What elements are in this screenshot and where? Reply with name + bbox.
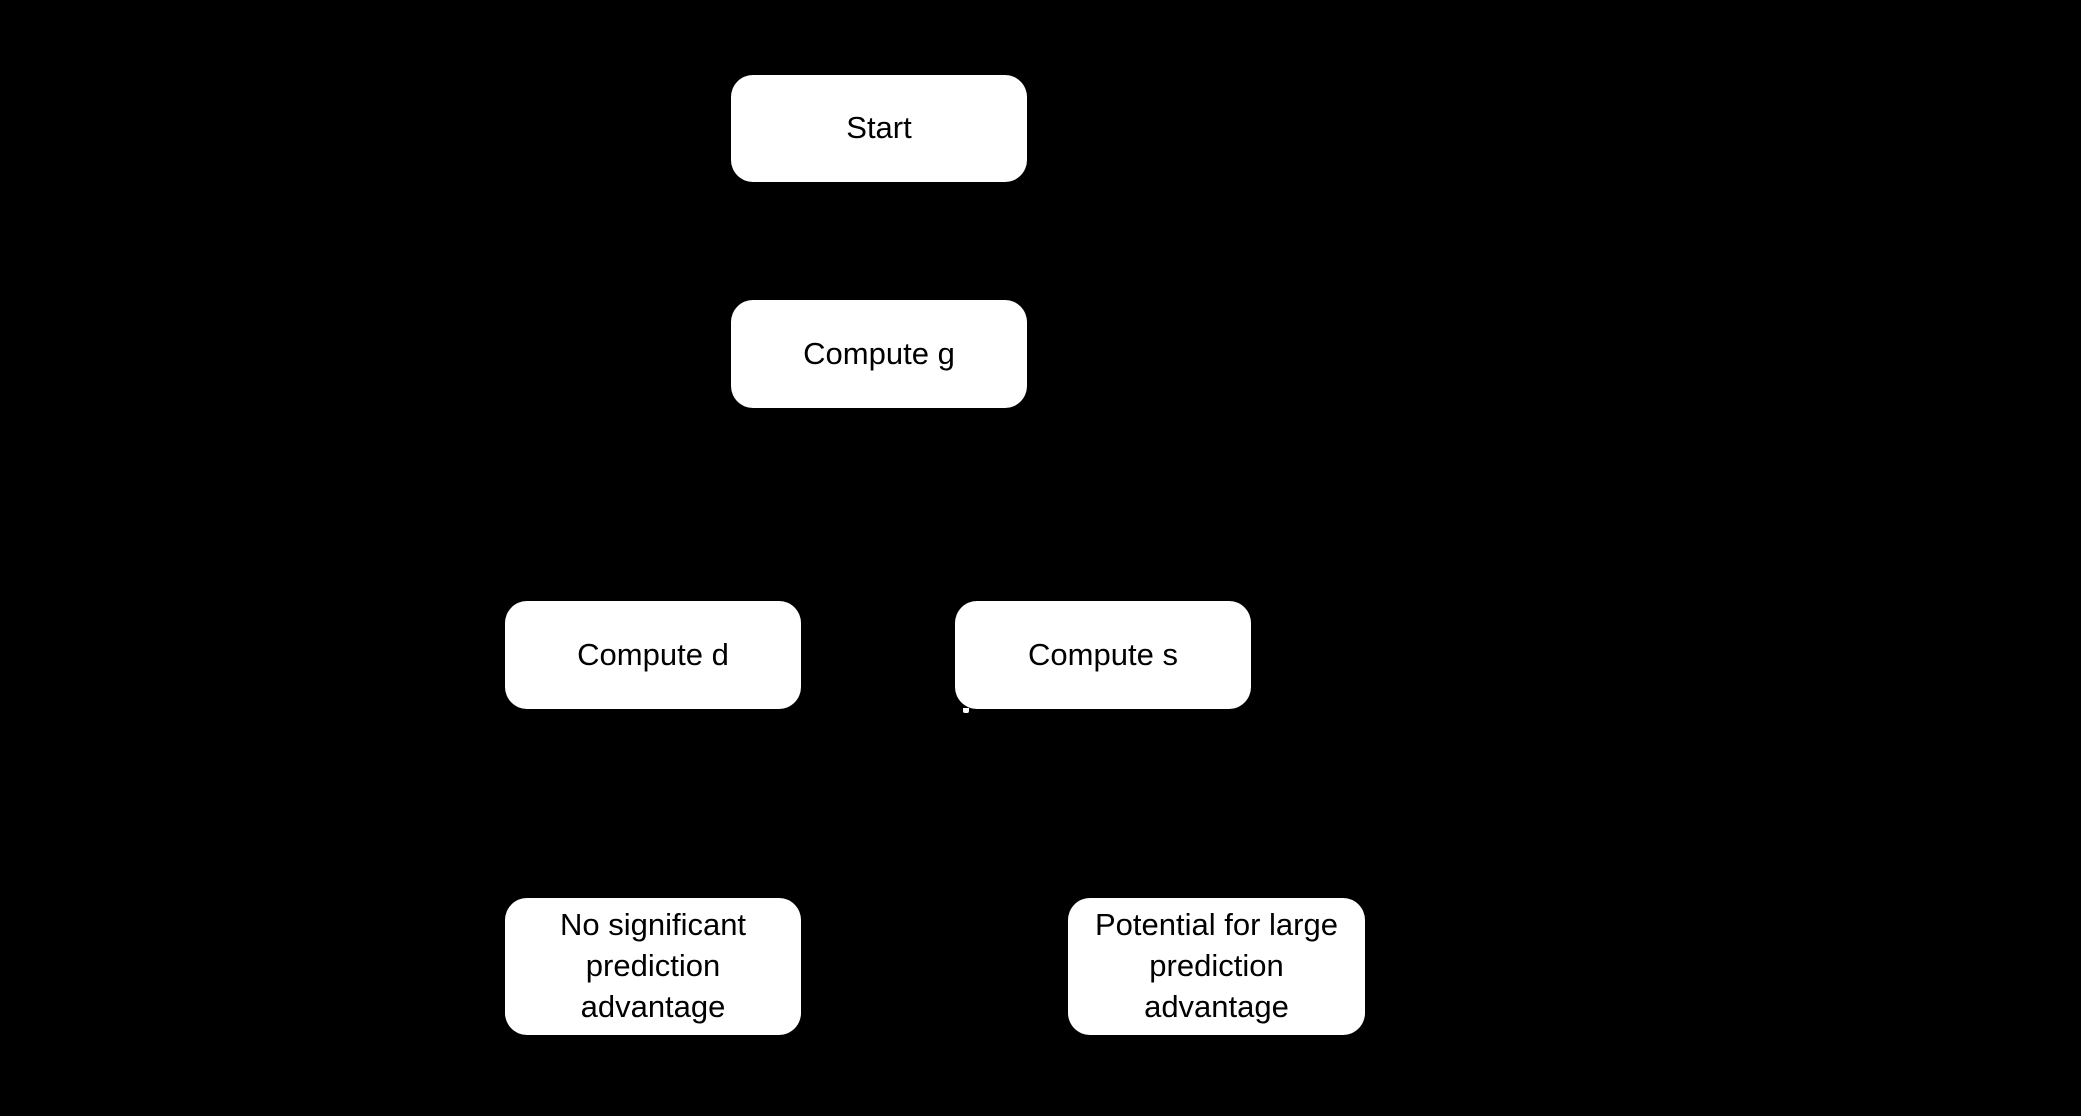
edge-compute-g-to-compute-s (877, 408, 1105, 595)
node-start-label: Start (846, 110, 912, 146)
node-no-significant-prediction-advantage-label: No significant prediction advantage (559, 907, 747, 1024)
node-compute-g[interactable]: Compute g (731, 300, 1027, 408)
node-start[interactable]: Start (731, 75, 1027, 182)
node-potential-for-large-prediction-advantage-label: Potential for large prediction advantage (1095, 907, 1338, 1024)
edge-compute-g-to-compute-d (651, 408, 881, 595)
node-potential-for-large-prediction-advantage[interactable]: Potential for large prediction advantage (1068, 898, 1365, 1035)
node-compute-d[interactable]: Compute d (505, 601, 801, 709)
edge-compute-g-to-compute-d-arrowhead (647, 589, 659, 601)
node-no-significant-prediction-advantage[interactable]: No significant prediction advantage (505, 898, 801, 1035)
edge-compute-s-to-large-advantage-arrowhead (1210, 886, 1222, 898)
node-compute-s[interactable]: Compute s (955, 601, 1251, 713)
edge-compute-g-to-compute-s-arrowhead (1097, 589, 1109, 601)
edge-start-to-compute-g-arrowhead (873, 288, 885, 300)
edge-compute-d-to-no-advantage-arrowhead (647, 886, 659, 898)
node-compute-s-label: Compute s (1028, 636, 1178, 672)
node-compute-d-label: Compute d (577, 636, 729, 672)
edge-compute-s-to-large-advantage (1101, 709, 1218, 892)
node-compute-g-label: Compute g (803, 335, 955, 371)
